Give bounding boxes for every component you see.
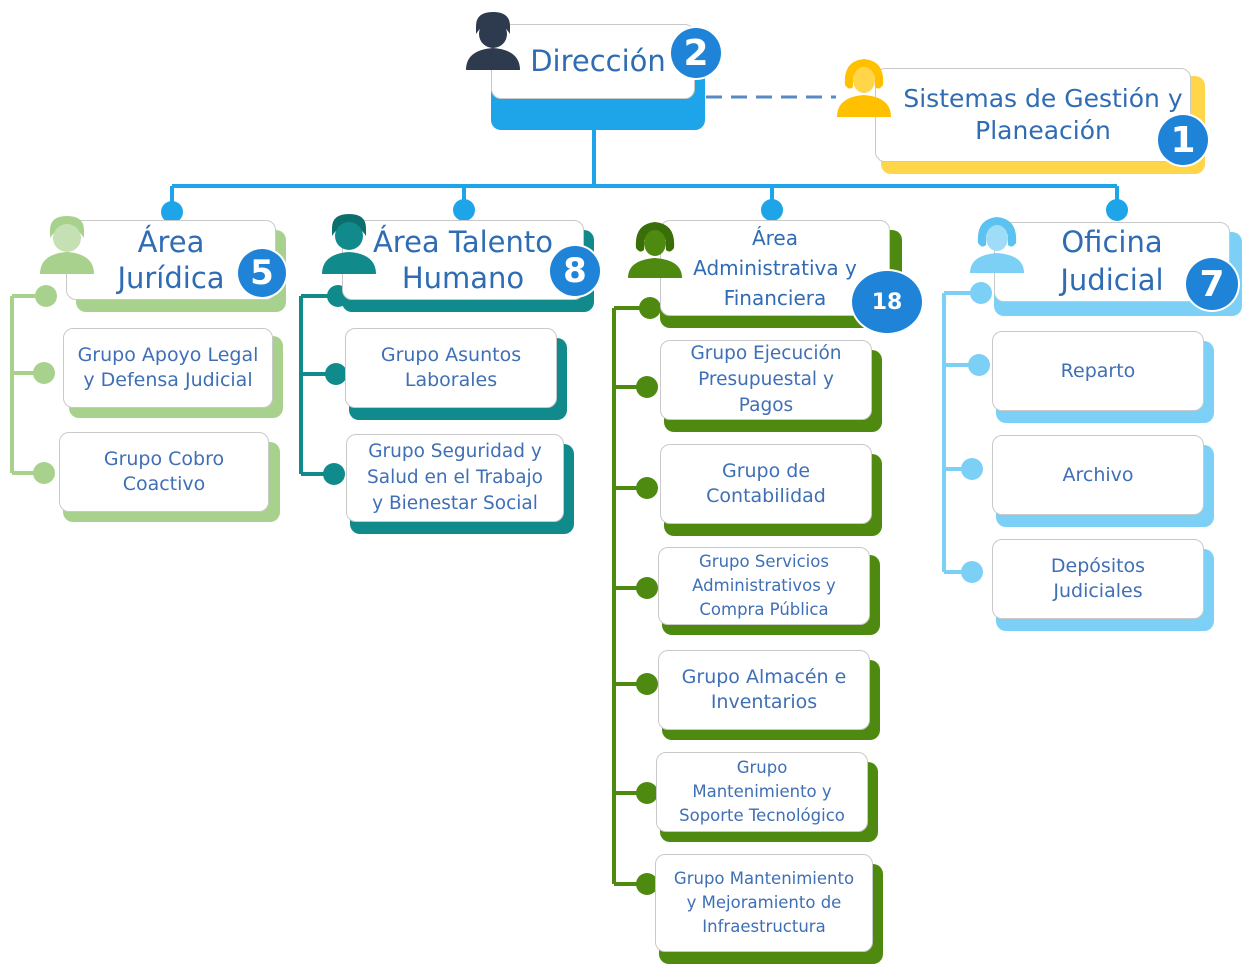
node-card: Archivo — [992, 435, 1204, 515]
group-mantenimiento-infraestructura[interactable]: Grupo Mantenimiento y Mejoramiento de In… — [655, 854, 883, 964]
group-ejecucion-presupuestal[interactable]: Grupo Ejecución Presupuestal y Pagos — [660, 340, 882, 432]
node-card: Grupo Servicios Administrativos y Compra… — [658, 547, 870, 625]
sistemas-title: Sistemas de Gestión y Planeación — [903, 83, 1183, 146]
connector-dot — [961, 458, 983, 480]
trunk-connectors — [161, 95, 1128, 223]
group-label: Grupo Seguridad y Salud en el Trabajo y … — [366, 441, 544, 514]
group-servicios-administrativos[interactable]: Grupo Servicios Administrativos y Compra… — [658, 547, 880, 635]
node-card: Depósitos Judiciales — [992, 539, 1204, 619]
connector-dot — [636, 782, 658, 804]
group-label: Depósitos Judiciales — [1050, 555, 1146, 602]
person-male-icon — [322, 214, 376, 274]
group-label: Grupo Servicios Administrativos y Compra… — [692, 552, 836, 619]
group-seguridad-salud[interactable]: Grupo Seguridad y Salud en el Trabajo y … — [346, 434, 574, 534]
group-depositos-judiciales[interactable]: Depósitos Judiciales — [992, 539, 1214, 631]
group-label: Grupo Mantenimiento y Mejoramiento de In… — [673, 869, 855, 936]
group-label: Grupo Asuntos Laborales — [380, 344, 522, 391]
group-mantenimiento-soporte[interactable]: Grupo Mantenimiento y Soporte Tecnológic… — [656, 752, 878, 842]
group-asuntos-laborales[interactable]: Grupo Asuntos Laborales — [345, 328, 567, 420]
node-card: Área Talento Humano — [342, 220, 584, 300]
group-archivo[interactable]: Archivo — [992, 435, 1214, 527]
area-juridica-badge: 5 — [238, 249, 286, 297]
group-label: Grupo de Contabilidad — [706, 460, 826, 507]
group-label: Grupo Ejecución Presupuestal y Pagos — [690, 343, 842, 416]
group-reparto[interactable]: Reparto — [992, 331, 1214, 423]
group-label: Grupo Apoyo Legal y Defensa Judicial — [77, 344, 259, 391]
group-cobro-coactivo[interactable]: Grupo Cobro Coactivo — [59, 432, 280, 522]
connector-dot — [323, 463, 345, 485]
area-talento-badge: 8 — [550, 246, 600, 296]
connector-dot — [636, 673, 658, 695]
area-administrativa-title: Área Administrativa y Financiera — [693, 226, 857, 310]
node-card: Grupo Mantenimiento y Soporte Tecnológic… — [656, 752, 868, 832]
person-male-icon — [40, 216, 94, 274]
person-female-icon — [837, 59, 891, 117]
node-card: Reparto — [992, 331, 1204, 411]
group-contabilidad[interactable]: Grupo de Contabilidad — [660, 444, 882, 536]
area-administrativa-badge: 18 — [852, 271, 922, 333]
connector-dot — [636, 577, 658, 599]
node-card: Grupo Apoyo Legal y Defensa Judicial — [63, 328, 273, 408]
node-card: Grupo Mantenimiento y Mejoramiento de In… — [655, 854, 873, 952]
area-oficina-title: Oficina Judicial — [1060, 225, 1164, 297]
area-talento-title: Área Talento Humano — [372, 224, 554, 295]
area-juridica-title: Área Jurídica — [117, 224, 225, 295]
connector-dot — [636, 376, 658, 398]
group-almacen-inventarios[interactable]: Grupo Almacén e Inventarios — [658, 650, 880, 740]
node-card: Grupo Cobro Coactivo — [59, 432, 269, 512]
connector-dot — [970, 282, 992, 304]
node-card: Dirección — [491, 24, 695, 99]
administrativa-branch — [612, 297, 661, 895]
node-card: Grupo Almacén e Inventarios — [658, 650, 870, 730]
connector-dot — [636, 873, 658, 895]
sistemas-node[interactable]: Sistemas de Gestión y Planeación — [875, 68, 1205, 174]
sistemas-badge: 1 — [1158, 115, 1208, 165]
area-oficina-badge: 7 — [1186, 258, 1238, 310]
group-label: Grupo Almacén e Inventarios — [681, 666, 847, 713]
direccion-node[interactable]: Dirección — [491, 24, 705, 130]
talento-branch — [299, 285, 349, 485]
connector-dot — [961, 561, 983, 583]
group-apoyo-legal[interactable]: Grupo Apoyo Legal y Defensa Judicial — [63, 328, 283, 418]
node-card: Área Administrativa y Financiera — [660, 220, 890, 316]
connector-dot — [1106, 199, 1128, 221]
oficina-branch — [942, 282, 992, 583]
group-label: Archivo — [1062, 463, 1134, 486]
connector-dot — [639, 297, 661, 319]
area-administrativa-node[interactable]: Área Administrativa y Financiera — [660, 220, 902, 328]
person-male-icon — [466, 12, 520, 70]
juridica-branch — [10, 285, 57, 484]
node-card: Grupo Ejecución Presupuestal y Pagos — [660, 340, 872, 420]
connector-dot — [325, 363, 347, 385]
area-talento-node[interactable]: Área Talento Humano — [342, 220, 594, 312]
group-label: Grupo Mantenimiento y Soporte Tecnológic… — [679, 758, 845, 825]
connector-dot — [33, 362, 55, 384]
node-card: Grupo Asuntos Laborales — [345, 328, 557, 408]
connector-dot — [453, 199, 475, 221]
connector-dot — [161, 201, 183, 223]
person-female-icon — [628, 222, 682, 278]
group-label: Grupo Cobro Coactivo — [103, 448, 225, 495]
node-card: Grupo de Contabilidad — [660, 444, 872, 524]
person-female-icon — [970, 217, 1024, 273]
connector-dot — [636, 477, 658, 499]
connector-dot — [968, 354, 990, 376]
node-card: Sistemas de Gestión y Planeación — [875, 68, 1191, 162]
direccion-title: Dirección — [530, 43, 666, 78]
group-label: Reparto — [1060, 359, 1136, 382]
direccion-badge: 2 — [671, 28, 721, 78]
connector-dot — [35, 285, 57, 307]
connector-dot — [33, 462, 55, 484]
node-card: Grupo Seguridad y Salud en el Trabajo y … — [346, 434, 564, 522]
connector-dot — [761, 199, 783, 221]
